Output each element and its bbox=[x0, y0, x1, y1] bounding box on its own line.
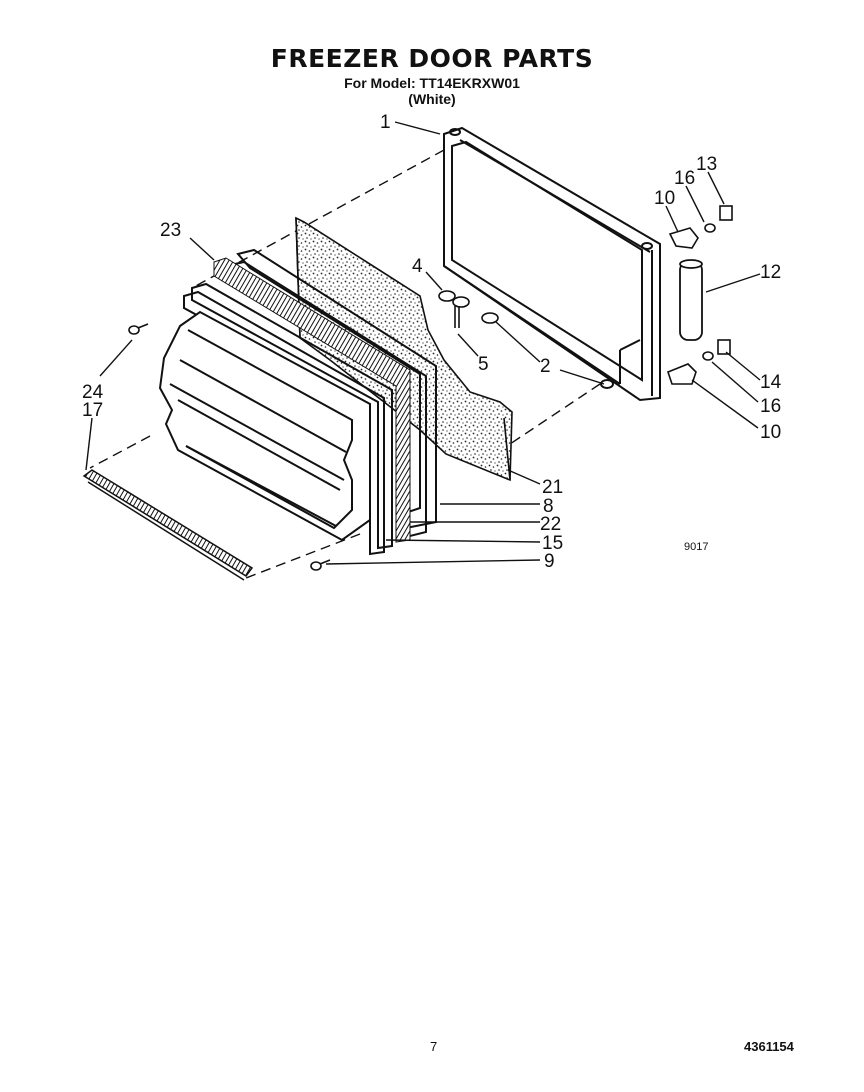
callout-24: 24 bbox=[82, 382, 104, 403]
callout-15: 15 bbox=[542, 533, 563, 554]
callout-14: 14 bbox=[760, 372, 782, 393]
door-liner bbox=[158, 310, 371, 542]
model-line: For Model: TT14EKRXW01 bbox=[344, 75, 520, 91]
callout-1: 1 bbox=[380, 112, 391, 133]
callout-16-bottom: 16 bbox=[760, 396, 781, 417]
diagram-code: 9017 bbox=[684, 541, 708, 553]
door-handle bbox=[679, 259, 703, 341]
outer-door-panel bbox=[443, 126, 661, 402]
assembly-lines bbox=[89, 149, 601, 579]
callout-16-top: 16 bbox=[674, 168, 695, 189]
callout-5: 5 bbox=[478, 354, 489, 375]
callout-21: 21 bbox=[542, 477, 563, 498]
callout-17: 17 bbox=[82, 400, 103, 421]
callout-10-top: 10 bbox=[654, 188, 675, 209]
leader-lines bbox=[85, 121, 761, 565]
callout-22: 22 bbox=[540, 514, 561, 535]
callout-8: 8 bbox=[543, 496, 554, 517]
callout-23: 23 bbox=[160, 220, 181, 241]
callout-4: 4 bbox=[412, 256, 423, 277]
screws bbox=[128, 323, 331, 571]
callout-13: 13 bbox=[696, 154, 717, 175]
handle-end-caps bbox=[667, 205, 733, 385]
hinge-bracket-and-screw bbox=[438, 290, 499, 328]
page-title: FREEZER DOOR PARTS bbox=[270, 44, 594, 73]
callout-12: 12 bbox=[760, 262, 781, 283]
callout-10-bottom: 10 bbox=[760, 422, 781, 443]
bottom-trim-strip bbox=[82, 469, 254, 581]
callout-2: 2 bbox=[540, 356, 551, 377]
callout-9: 9 bbox=[544, 551, 555, 572]
color-line: (White) bbox=[408, 91, 456, 107]
document-number: 4361154 bbox=[744, 1039, 794, 1054]
page-number: 7 bbox=[430, 1039, 438, 1054]
